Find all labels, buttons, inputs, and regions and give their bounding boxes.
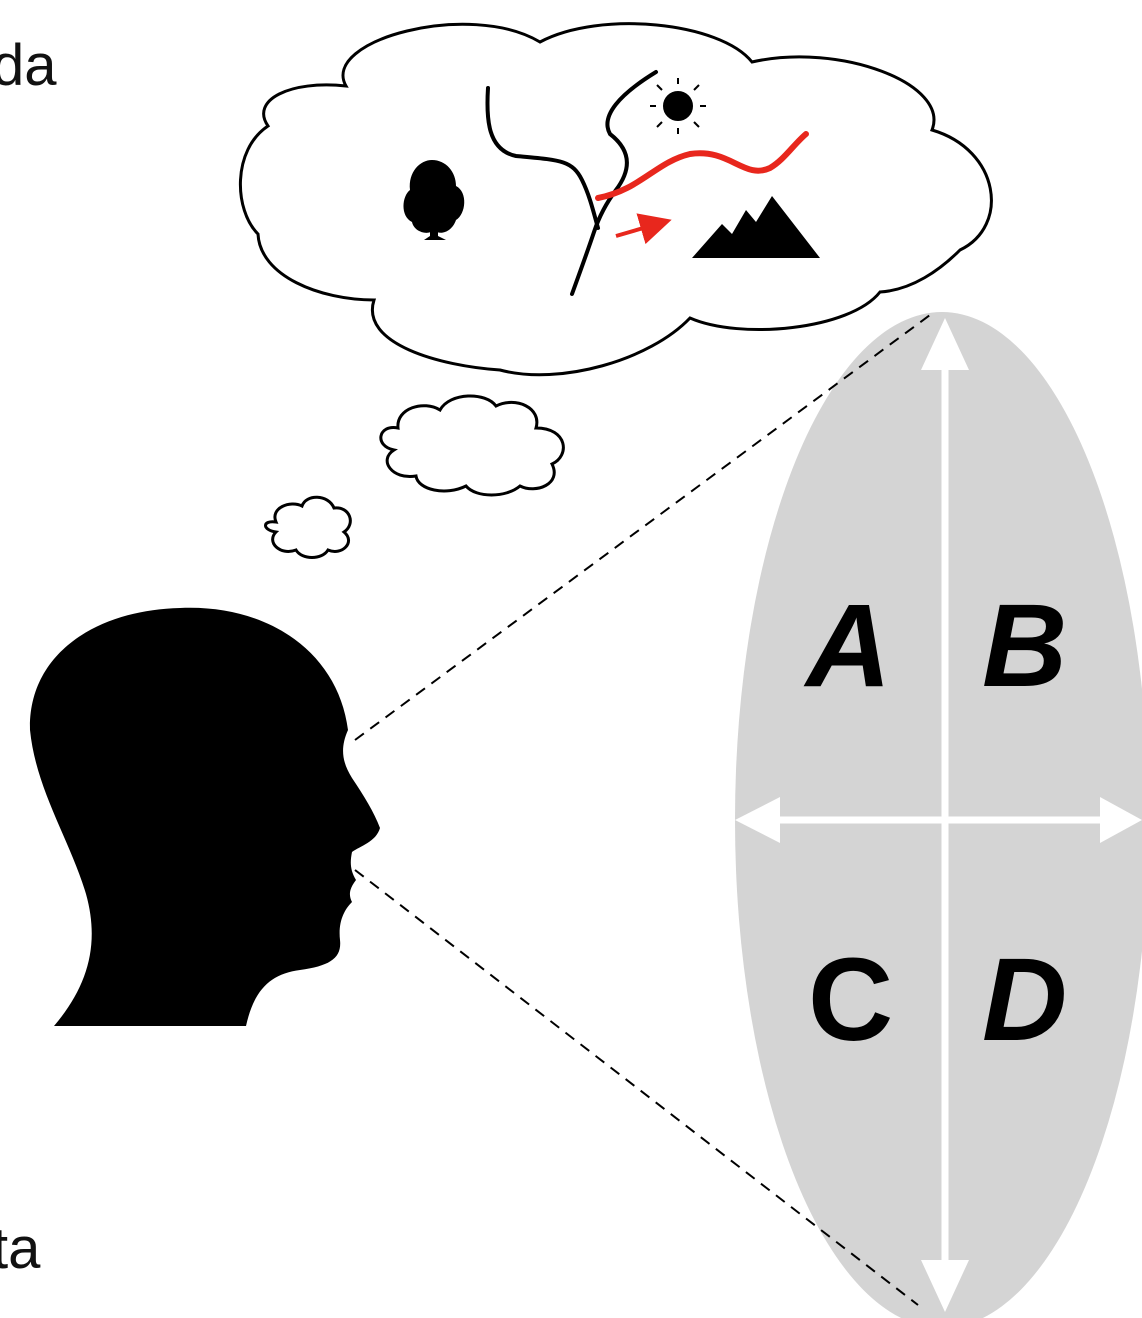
sun-icon: [650, 78, 706, 134]
bottom-left-text: ta: [0, 1216, 41, 1281]
arrow-icon: [615, 213, 672, 245]
mountains-icon: [692, 196, 820, 258]
quadrant-label-b: B: [982, 580, 1067, 712]
top-left-text: da: [0, 33, 57, 98]
axis-arrow-down-icon: [921, 1260, 969, 1312]
quadrant-label-a: A: [803, 580, 891, 712]
thought-bubble-medium-icon: [379, 394, 565, 497]
axis-arrow-up-icon: [921, 318, 969, 370]
quadrant-label-c: C: [808, 934, 893, 1066]
view-ellipse: [735, 312, 1142, 1318]
red-path-icon: [595, 131, 809, 201]
view-line-top: [354, 314, 931, 741]
view-line-bottom: [354, 869, 919, 1306]
river-icon: [485, 86, 600, 230]
ellipse-axes: [735, 318, 1142, 1312]
tree-icon: [403, 160, 465, 240]
thought-bubble-small-icon: [264, 495, 352, 559]
axis-arrow-right-icon: [1100, 797, 1142, 843]
head-silhouette-icon: [29, 607, 381, 1026]
axis-arrow-left-icon: [735, 797, 780, 843]
quadrant-label-d: D: [982, 934, 1067, 1066]
thought-cloud-icon: [239, 22, 993, 377]
